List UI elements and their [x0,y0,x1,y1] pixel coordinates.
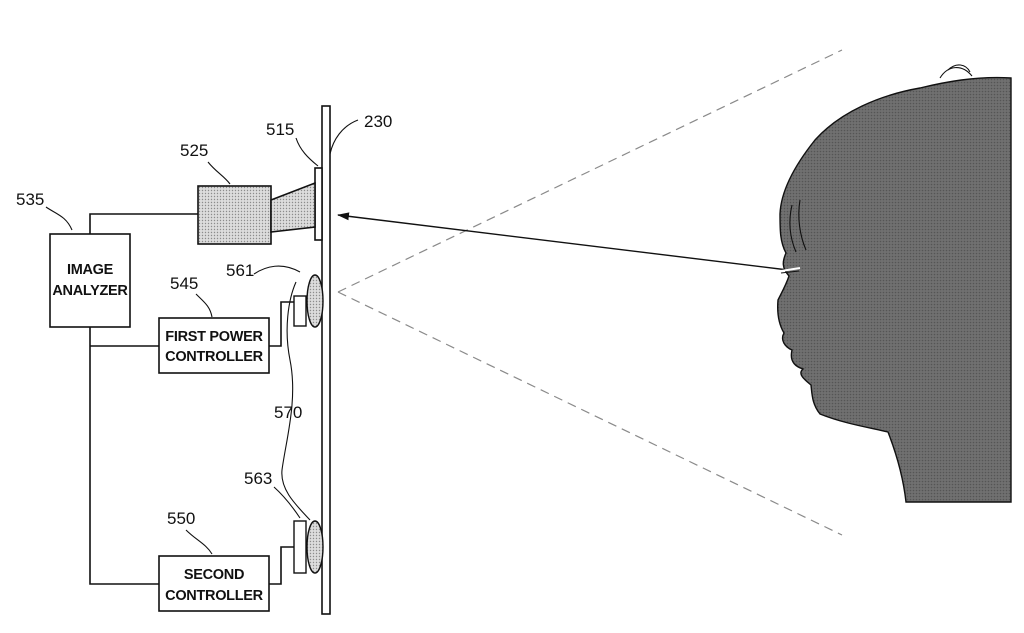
ref-second-controller: 550 [167,509,195,528]
first-power-controller-block: FIRST POWER CONTROLLER [158,317,270,374]
ref-camera-mount: 515 [266,120,294,139]
camera-mount [314,167,323,241]
second-controller-label-2: CONTROLLER [165,588,264,604]
ref-camera: 525 [180,141,208,160]
ref-light-group: 570 [274,403,302,422]
first-light-emitter [293,274,324,328]
second-controller-label-1: SECOND [184,567,244,583]
gaze-arrow [337,212,789,271]
ref-image-analyzer: 535 [16,190,44,209]
field-of-view [337,49,843,536]
leader-lines [45,119,359,555]
first-power-controller-label-2: CONTROLLER [165,349,264,365]
image-analyzer-block: IMAGE ANALYZER [49,233,131,328]
ref-first-light: 561 [226,261,254,280]
camera [197,181,316,245]
first-power-controller-label-1: FIRST POWER [165,329,263,345]
image-analyzer-label-2: ANALYZER [52,283,128,299]
connection-wires [89,213,294,585]
ref-first-power-controller: 545 [170,274,198,293]
second-light-emitter [293,520,324,574]
user-head [776,64,1012,503]
ref-second-light: 563 [244,469,272,488]
second-controller-block: SECOND CONTROLLER [158,555,270,612]
ref-display: 230 [364,112,392,131]
display-panel [321,105,331,615]
image-analyzer-label-1: IMAGE [67,262,114,278]
